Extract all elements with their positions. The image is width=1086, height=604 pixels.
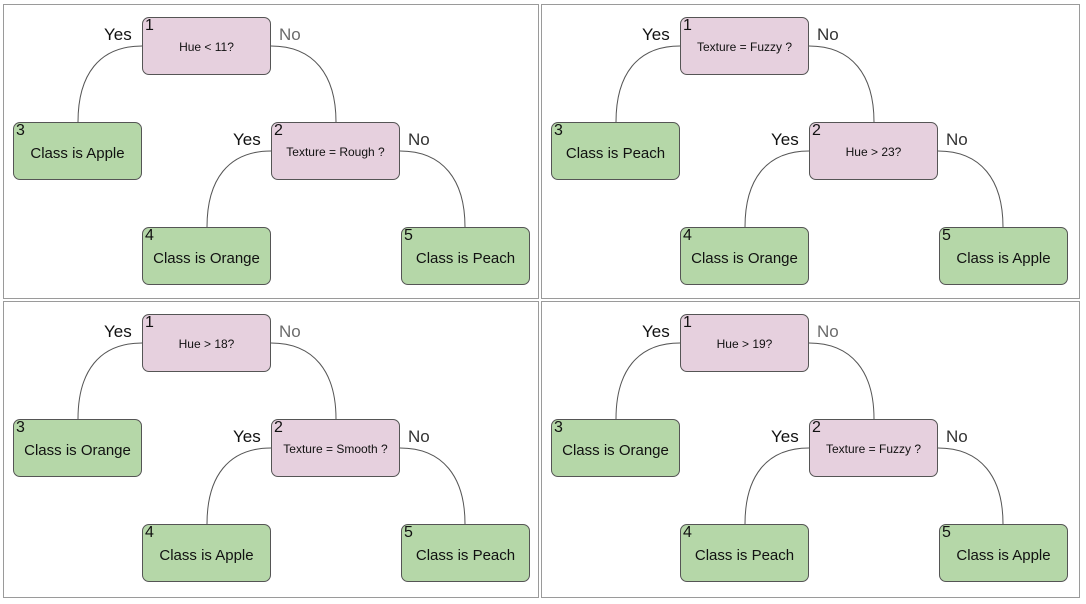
leaf-node-4: 4 Class is Apple: [142, 524, 271, 582]
edge-label-yes: Yes: [104, 25, 132, 44]
leaf-node-3: 3 Class is Peach: [551, 122, 680, 180]
root-decision-node: 1 Texture = Fuzzy ?: [680, 17, 809, 75]
second-decision-node: 2 Texture = Rough ?: [271, 122, 400, 180]
edge-label-yes: Yes: [771, 130, 799, 149]
node-number: 1: [683, 314, 692, 331]
leaf-node-3: 3 Class is Apple: [13, 122, 142, 180]
root-decision-node: 1 Hue > 18?: [142, 314, 271, 372]
node-label: Texture = Rough ?: [286, 145, 385, 159]
node-number: 3: [554, 419, 563, 436]
node-number: 1: [683, 17, 692, 34]
edge-label-yes: Yes: [642, 322, 670, 341]
node-label: Hue > 23?: [845, 145, 902, 159]
edge-label-no: No: [408, 427, 430, 446]
node-number: 5: [404, 227, 413, 244]
root-decision-node: 1 Hue > 19?: [680, 314, 809, 372]
decision-tree-panel-2: 1 Texture = Fuzzy ? 2 Hue > 23? 3 Class …: [541, 4, 1080, 299]
node-number: 5: [404, 524, 413, 541]
leaf-node-5: 5 Class is Apple: [939, 524, 1068, 582]
node-label: Hue > 19?: [716, 337, 773, 351]
node-label: Hue < 11?: [179, 40, 234, 54]
second-decision-node: 2 Texture = Fuzzy ?: [809, 419, 938, 477]
edge-label-no: No: [817, 25, 839, 44]
node-label: Texture = Smooth ?: [283, 442, 388, 456]
node-number: 1: [145, 17, 154, 34]
leaf-node-5: 5 Class is Peach: [401, 524, 530, 582]
node-label: Class is Apple: [956, 249, 1051, 267]
edge-label-no: No: [946, 427, 968, 446]
decision-tree-panel-3: 1 Hue > 18? 2 Texture = Smooth ? 3 Class…: [3, 301, 539, 598]
leaf-node-4: 4 Class is Peach: [680, 524, 809, 582]
node-label: Class is Orange: [562, 441, 669, 459]
decision-tree-panel-4: 1 Hue > 19? 2 Texture = Fuzzy ? 3 Class …: [541, 301, 1080, 598]
leaf-node-3: 3 Class is Orange: [13, 419, 142, 477]
leaf-node-4: 4 Class is Orange: [680, 227, 809, 285]
leaf-node-5: 5 Class is Apple: [939, 227, 1068, 285]
node-number: 3: [554, 122, 563, 139]
decision-tree-panel-1: 1 Hue < 11? 2 Texture = Rough ? 3 Class …: [3, 4, 539, 299]
node-label: Class is Orange: [24, 441, 131, 459]
edge-label-no: No: [279, 25, 301, 44]
leaf-node-5: 5 Class is Peach: [401, 227, 530, 285]
node-number: 2: [812, 419, 821, 436]
node-label: Class is Apple: [956, 546, 1051, 564]
node-label: Class is Peach: [415, 249, 516, 267]
node-label: Hue > 18?: [178, 337, 235, 351]
second-decision-node: 2 Hue > 23?: [809, 122, 938, 180]
edge-label-yes: Yes: [642, 25, 670, 44]
node-label: Class is Peach: [415, 546, 516, 564]
edge-label-no: No: [279, 322, 301, 341]
node-label: Class is Peach: [565, 144, 666, 162]
node-number: 2: [274, 419, 283, 436]
second-decision-node: 2 Texture = Smooth ?: [271, 419, 400, 477]
edge-label-no: No: [946, 130, 968, 149]
node-label: Class is Orange: [153, 249, 260, 267]
node-number: 3: [16, 122, 25, 139]
leaf-node-3: 3 Class is Orange: [551, 419, 680, 477]
node-label: Class is Apple: [30, 144, 125, 162]
edge-label-no: No: [817, 322, 839, 341]
leaf-node-4: 4 Class is Orange: [142, 227, 271, 285]
node-label: Texture = Fuzzy ?: [696, 40, 793, 54]
node-label: Class is Apple: [159, 546, 254, 564]
node-label: Class is Orange: [691, 249, 798, 267]
node-number: 4: [145, 524, 154, 541]
node-number: 4: [683, 227, 692, 244]
node-number: 1: [145, 314, 154, 331]
node-number: 5: [942, 524, 951, 541]
node-number: 4: [683, 524, 692, 541]
node-number: 3: [16, 419, 25, 436]
edge-label-yes: Yes: [233, 130, 261, 149]
node-number: 2: [274, 122, 283, 139]
node-label: Class is Peach: [694, 546, 795, 564]
edge-label-no: No: [408, 130, 430, 149]
node-label: Texture = Fuzzy ?: [825, 442, 922, 456]
edge-label-yes: Yes: [771, 427, 799, 446]
node-number: 4: [145, 227, 154, 244]
edge-label-yes: Yes: [104, 322, 132, 341]
node-number: 5: [942, 227, 951, 244]
edge-label-yes: Yes: [233, 427, 261, 446]
root-decision-node: 1 Hue < 11?: [142, 17, 271, 75]
node-number: 2: [812, 122, 821, 139]
